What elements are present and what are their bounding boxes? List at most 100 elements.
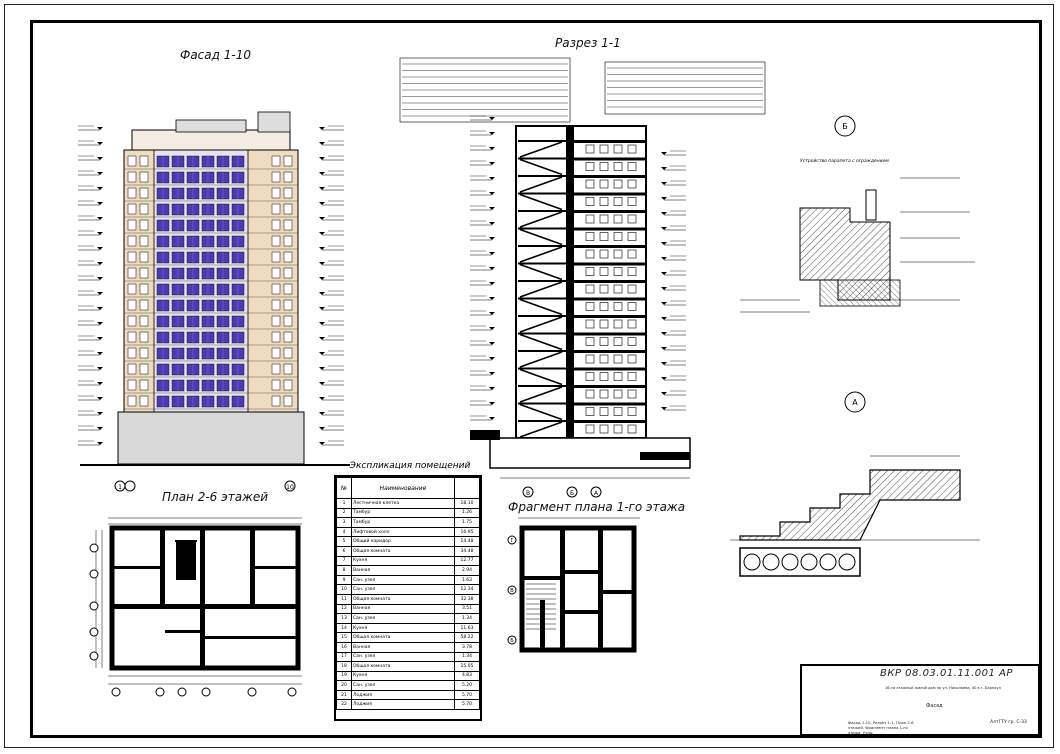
section-landing [518, 210, 566, 212]
rooms-cell-name: Лифтовой холл [351, 526, 455, 538]
facade-plinth [117, 411, 305, 465]
level-mark-triangle [97, 172, 103, 175]
fragment-axis-bubble-v [507, 585, 517, 595]
section-door-opening [613, 284, 623, 294]
facade-window [271, 363, 281, 375]
section-door-opening [585, 372, 595, 381]
facade-window [271, 171, 281, 183]
facade-level-marks-right [319, 125, 344, 446]
facade-window [139, 315, 149, 327]
rooms-cell-area: 4.83 [454, 670, 480, 682]
plan-axis-bubbles [89, 543, 297, 697]
rooms-cell-area: 1.26 [454, 507, 480, 519]
fragment-axis-bubble-g [507, 535, 517, 545]
rooms-table-header: № Наименование [336, 477, 480, 499]
facade-window [283, 331, 293, 343]
facade-level-marks-left [78, 125, 103, 446]
facade-window [271, 283, 281, 295]
rooms-header-number: № [336, 477, 352, 499]
rooms-cell-name: Ванная [351, 565, 455, 576]
plan-axis-bubble [89, 601, 99, 611]
facade-window [139, 363, 149, 375]
section-door-opening [599, 214, 609, 224]
section-floor-slab [574, 140, 646, 143]
sheet-outer-border [4, 4, 1054, 748]
plan-axis-bubble [201, 687, 211, 697]
facade-window [283, 155, 293, 167]
level-mark-triangle [319, 427, 325, 430]
section-landing [518, 350, 566, 352]
level-mark-triangle [661, 362, 667, 365]
rooms-cell-n: 15 [336, 632, 352, 643]
facade-window [271, 187, 281, 199]
facade-axis-1: 1 [118, 484, 122, 491]
facade-window [139, 395, 149, 407]
section-door-opening [627, 144, 637, 154]
fragment-axis-g: Г [510, 538, 513, 544]
section-door-opening [585, 267, 595, 276]
section-stair-flight [519, 263, 563, 281]
level-mark-triangle [97, 247, 103, 250]
level-mark-triangle [489, 267, 495, 270]
rooms-cell-n: 2 [336, 507, 352, 519]
section-axis-bubble-a [590, 486, 602, 498]
rooms-cell-area: 1.34 [454, 613, 480, 624]
section-door-opening [613, 179, 623, 189]
section-landing [518, 227, 566, 230]
title-block-sheet-title: Фасад 1-10, Разрез 1-1, План 2-6 этажей,… [848, 720, 914, 735]
rooms-cell-name: Лоджия [351, 689, 455, 701]
rooms-cell-area: 58.22 [454, 632, 480, 643]
section-stair-flight [519, 333, 563, 351]
plan-axis-bubble [287, 687, 297, 697]
section-floor-slab [574, 385, 646, 388]
section-door-opening [613, 372, 623, 381]
level-mark-triangle [661, 347, 667, 350]
fragment-axis-bubble-b [507, 635, 517, 645]
facade-window [271, 219, 281, 231]
facade-window [271, 267, 281, 279]
fragment-axis-v: В [510, 588, 514, 594]
level-mark-triangle [319, 277, 325, 280]
section-floor-slab [574, 157, 646, 161]
rooms-cell-area: 12.34 [454, 584, 480, 595]
plan-axis-bubble [89, 651, 99, 661]
section-floor-slab [574, 420, 646, 423]
section-floor-slab [574, 297, 646, 301]
level-mark-triangle [661, 272, 667, 275]
facade-window [139, 251, 149, 263]
level-mark-triangle [661, 257, 667, 260]
level-mark-triangle [97, 322, 103, 325]
detail-b-bubble [834, 115, 856, 137]
detail-a-label: А [852, 398, 858, 407]
facade-window [127, 331, 137, 343]
section-door-opening [599, 389, 609, 399]
level-mark-triangle [661, 212, 667, 215]
title-block-code: ВКР 08.03.01.11.001 АР [880, 668, 1013, 679]
section-stair-flight [519, 193, 563, 211]
section-stair-flight [519, 281, 563, 298]
section-door-opening [627, 284, 637, 294]
facade-window [139, 155, 149, 167]
plan-wall [160, 528, 165, 604]
rooms-cell-name: Тамбур [351, 507, 455, 519]
section-door-opening [585, 319, 595, 329]
facade-window [127, 235, 137, 247]
rooms-cell-n: 1 [336, 498, 352, 509]
section-stair-flight [519, 368, 563, 386]
rooms-cell-name: Общая комната [351, 545, 455, 557]
level-mark-triangle [489, 372, 495, 375]
facade-window [139, 347, 149, 359]
facade-window [271, 395, 281, 407]
section-door-opening [613, 302, 623, 311]
detail-a-slab-core [800, 553, 818, 571]
facade-drawing: 1 10 [78, 111, 350, 492]
facade-window [271, 203, 281, 215]
facade-window [139, 171, 149, 183]
level-mark-triangle [661, 377, 667, 380]
